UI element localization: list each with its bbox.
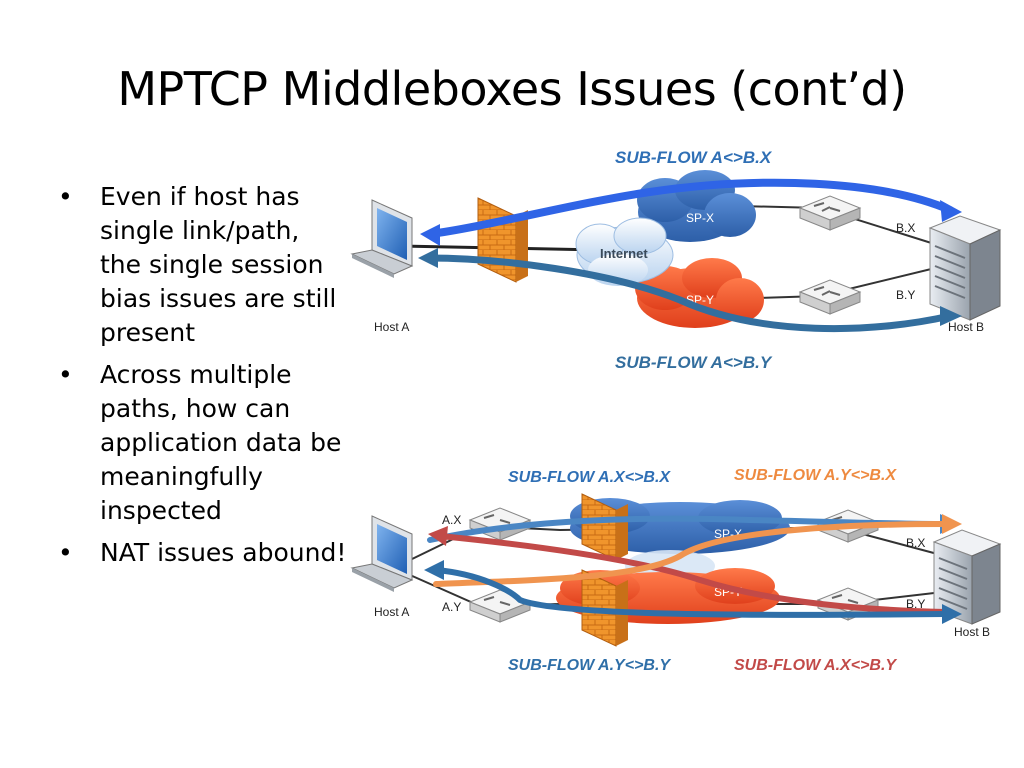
arrowhead [940,200,962,222]
address-label: A.Y [442,600,461,614]
host-label: Host B [948,320,984,334]
arrowhead [428,526,448,546]
diagram-top: SP-X SP-Y Internet [350,148,1002,372]
arrowhead [418,248,438,268]
flow-label: SUB-FLOW A<>B.X [615,148,773,167]
arrowhead [942,514,962,534]
address-label: B.Y [896,288,915,302]
bullet-item: Even if host has single link/path, the s… [58,180,348,350]
address-label: B.X [906,536,925,550]
subflow-arrow-bx [426,178,954,238]
router-icon [798,195,862,231]
cloud-label: SP-X [686,211,714,225]
arrowhead [424,560,444,580]
bullet-item: NAT issues abound! [58,536,348,570]
server-icon [932,529,1002,625]
address-label: A.X [442,513,461,527]
arrowhead [420,224,440,246]
subflow-arrow-by [424,254,954,333]
firewall-icon [477,197,528,283]
router-icon [798,279,862,315]
subflow-arrow-ax-by [437,533,948,615]
flow-label: SUB-FLOW A.X<>B.Y [734,657,897,674]
arrowhead [942,604,962,624]
host-label: Host A [374,605,409,619]
diagram-bottom: SP-X SP-Y [350,467,1002,674]
bullet-list: Even if host has single link/path, the s… [58,180,348,578]
bullet-item: Across multiple paths, how can applicati… [58,358,348,528]
host-label: Host B [954,625,990,639]
slide-title: MPTCP Middleboxes Issues (cont’d) [117,62,907,116]
flow-label: SUB-FLOW A<>B.Y [615,353,773,372]
address-label: B.X [896,221,915,235]
server-icon [928,215,1002,321]
flow-label: SUB-FLOW A.Y<>B.X [734,467,897,484]
address-label: B.Y [906,597,925,611]
internet-label: Internet [600,246,648,261]
subflow-arrow-ay-bx [433,521,948,587]
laptop-icon [350,199,414,278]
subflow-arrow-ay-by [433,567,948,618]
flow-label: SUB-FLOW A.Y<>B.Y [508,657,671,674]
cloud-internet [575,217,674,286]
laptop-icon [350,515,414,592]
flow-label: SUB-FLOW A.X<>B.X [508,469,671,486]
cloud-sp-x [637,170,756,242]
arrowhead [940,306,962,326]
router-icon [468,589,532,623]
host-label: Host A [374,320,409,334]
